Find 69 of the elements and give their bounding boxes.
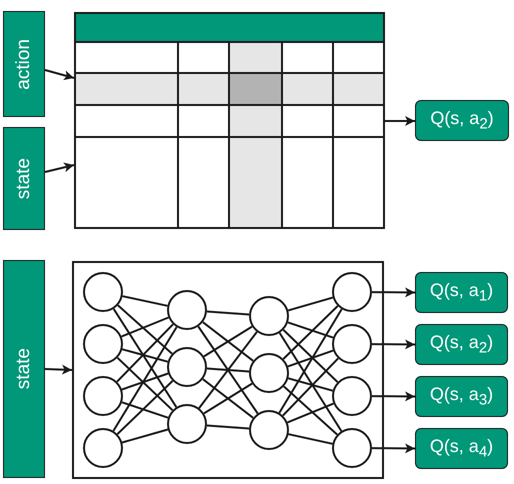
neuron-circle <box>167 347 207 387</box>
network-frame <box>72 261 384 479</box>
connection-line <box>197 326 259 414</box>
output-label: Q(s, a$_{2}$) <box>430 332 494 358</box>
connection-line <box>287 402 334 424</box>
arrow <box>372 287 416 298</box>
connection-line <box>122 372 168 390</box>
arrow <box>372 443 416 454</box>
connection-line <box>278 308 343 414</box>
connection-line <box>282 305 338 360</box>
connection-line <box>116 380 174 435</box>
neuron-circle <box>167 290 207 330</box>
connection-line <box>288 377 333 392</box>
output-box <box>415 324 508 365</box>
arrow <box>44 162 74 173</box>
neuron-circle <box>332 428 372 468</box>
connection-line <box>282 358 339 416</box>
neuron-circle <box>83 376 123 416</box>
connection-line <box>116 357 174 411</box>
table-grid <box>74 12 385 229</box>
neuron-circle <box>332 324 372 364</box>
input-label: action <box>14 38 34 90</box>
connection-line <box>288 321 334 339</box>
output-label: Q(s, a$_{2}$) <box>430 108 494 134</box>
connection-line <box>122 428 168 444</box>
neuron-circle <box>332 376 372 416</box>
connection-line <box>206 424 250 430</box>
connection-line <box>122 348 168 363</box>
connection-line <box>117 304 173 354</box>
arrow <box>372 339 416 350</box>
connection-line <box>122 295 168 307</box>
arrow <box>44 364 72 375</box>
connection-line <box>283 386 338 436</box>
output-box <box>415 376 508 417</box>
connection-line <box>288 350 334 368</box>
neuron-circle <box>83 324 123 364</box>
arrow <box>372 391 416 402</box>
output-label: Q(s, a$_{4}$) <box>430 436 494 462</box>
connection-line <box>116 324 174 382</box>
output-box <box>415 100 509 141</box>
connection-line <box>121 316 169 338</box>
connection-line <box>112 308 178 408</box>
neuron-circle <box>332 272 372 312</box>
neuron-circle <box>249 296 289 336</box>
connection-line <box>112 326 178 432</box>
input-box <box>3 127 45 230</box>
output-label: Q(s, a$_{1}$) <box>430 280 494 306</box>
connection-line <box>198 331 258 409</box>
connection-line <box>288 433 333 445</box>
output-label: Q(s, a$_{3}$) <box>430 384 494 410</box>
connection-line <box>288 296 334 312</box>
arrow <box>44 69 74 80</box>
input-box <box>3 260 45 478</box>
connection-line <box>278 332 342 432</box>
input-label: state <box>14 348 34 390</box>
connection-line <box>122 401 168 419</box>
neuron-circle <box>83 428 123 468</box>
neuron-circle <box>83 272 123 312</box>
connection-line <box>206 368 250 372</box>
output-box <box>415 428 508 469</box>
neuron-circle <box>167 404 207 444</box>
connection-line <box>282 329 338 383</box>
input-box <box>3 11 45 117</box>
input-label: state <box>14 158 34 200</box>
connection-line <box>206 310 250 316</box>
neuron-circle <box>249 410 289 450</box>
neuron-circle <box>249 353 289 393</box>
arrow <box>385 116 415 126</box>
output-box <box>415 272 508 313</box>
